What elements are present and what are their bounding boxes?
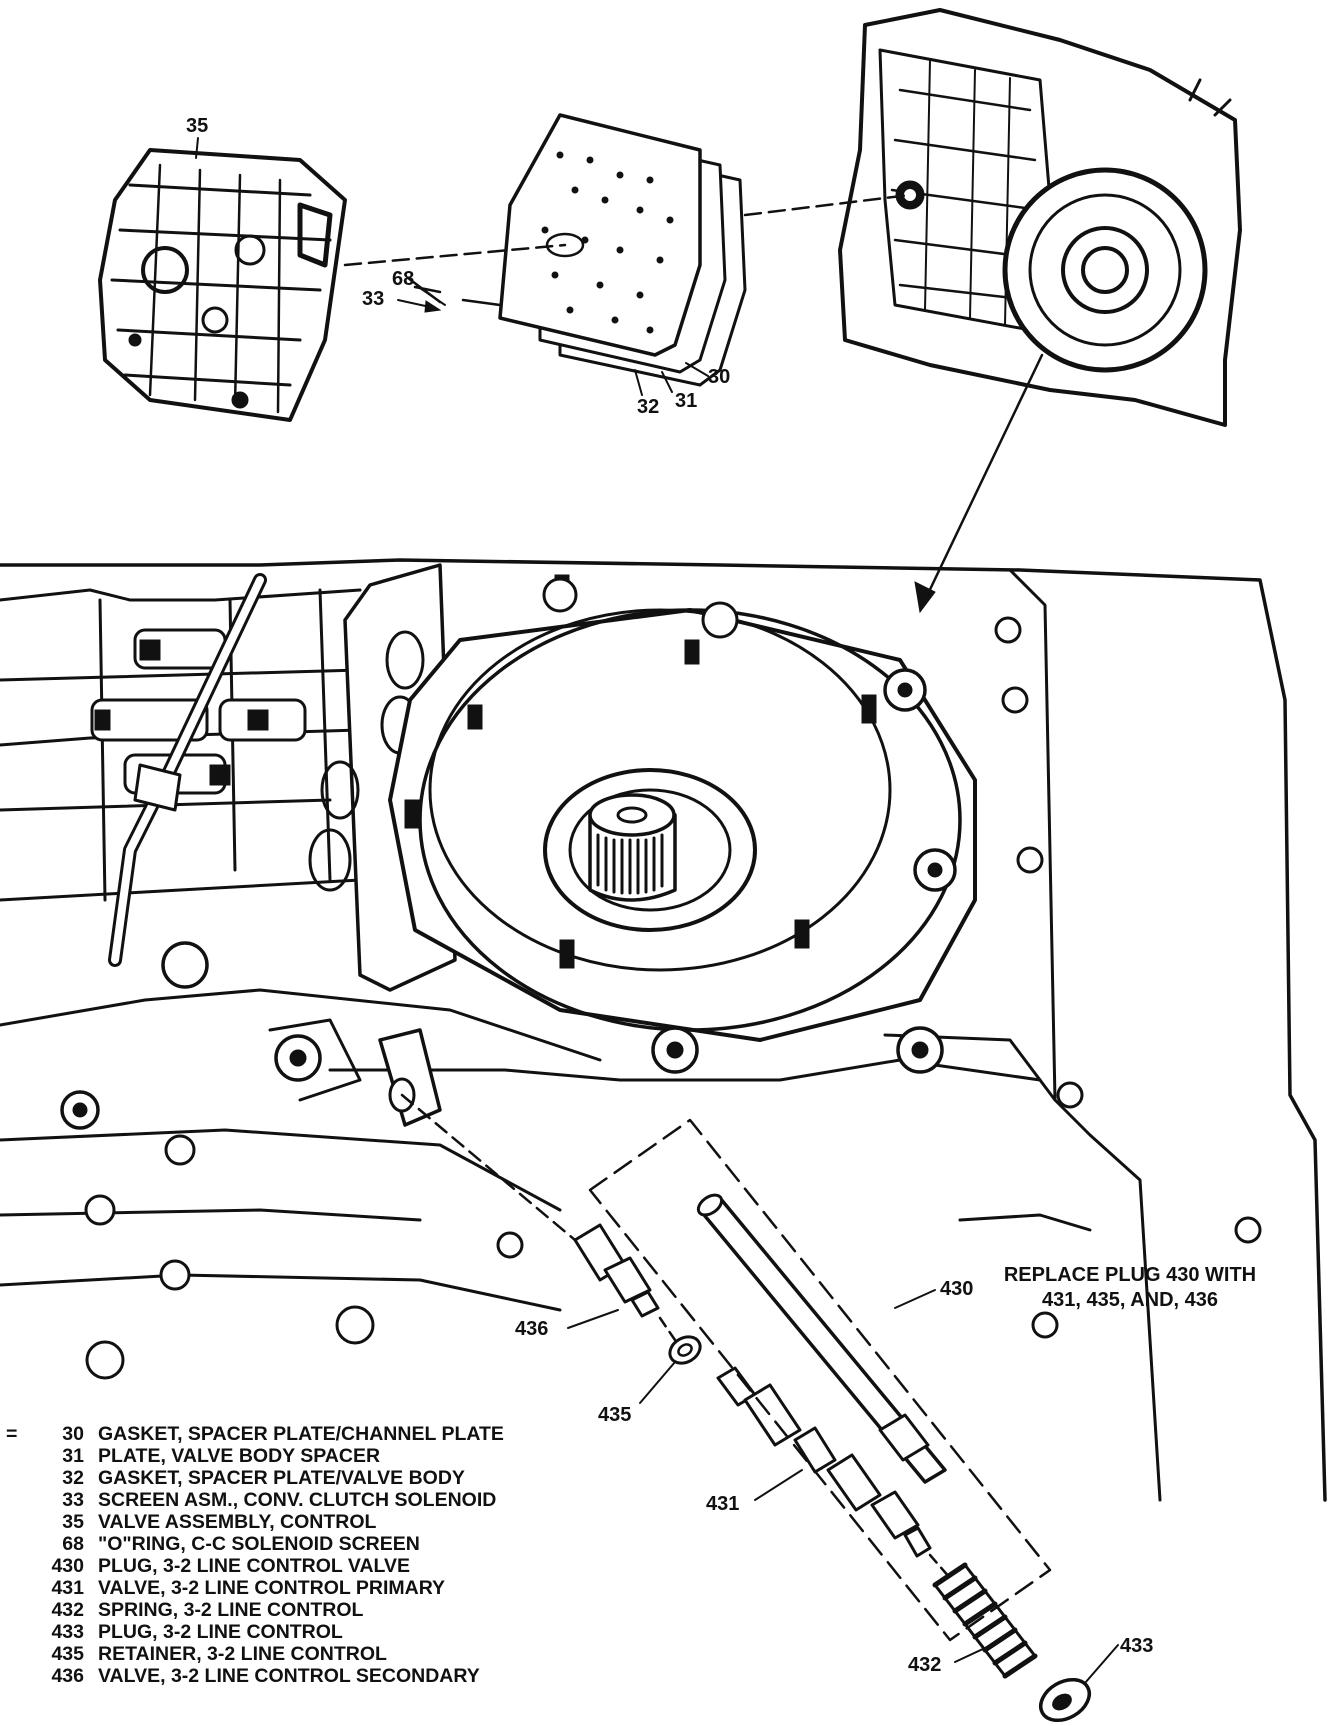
- legend-item: 432 SPRING, 3-2 LINE CONTROL: [51, 1599, 363, 1621]
- assembly-lines: [343, 193, 1044, 614]
- callout-68: 68: [392, 268, 414, 290]
- replacement-note: REPLACE PLUG 430 WITH 431, 435, AND, 436: [1004, 1264, 1256, 1311]
- legend-item: 30 GASKET, SPACER PLATE/CHANNEL PLATE: [62, 1423, 504, 1445]
- callout-433: 433: [1120, 1635, 1153, 1657]
- legend-desc: SPRING, 3-2 LINE CONTROL: [98, 1599, 364, 1621]
- legend-item: 32 GASKET, SPACER PLATE/VALVE BODY: [62, 1467, 465, 1489]
- legend-num: 430: [51, 1555, 84, 1577]
- legend-desc: PLUG, 3-2 LINE CONTROL: [98, 1621, 343, 1643]
- legend-item: 31 PLATE, VALVE BODY SPACER: [62, 1445, 380, 1467]
- note-line-1: REPLACE PLUG 430 WITH: [1004, 1264, 1256, 1286]
- legend-desc: "O"RING, C-C SOLENOID SCREEN: [98, 1533, 420, 1555]
- legend-num: 32: [62, 1467, 84, 1489]
- legend-desc: VALVE ASSEMBLY, CONTROL: [98, 1511, 377, 1533]
- legend-desc: GASKET, SPACER PLATE/VALVE BODY: [98, 1467, 465, 1489]
- legend-item: 435 RETAINER, 3-2 LINE CONTROL: [51, 1643, 387, 1665]
- legend-num: 33: [62, 1489, 84, 1511]
- callout-435: 435: [598, 1404, 631, 1426]
- legend-desc: VALVE, 3-2 LINE CONTROL SECONDARY: [98, 1665, 480, 1687]
- callout-436: 436: [515, 1318, 548, 1340]
- note-line-2: 431, 435, AND, 436: [1042, 1289, 1218, 1311]
- legend-item: 68 "O"RING, C-C SOLENOID SCREEN: [62, 1533, 420, 1555]
- callout-431: 431: [706, 1493, 739, 1515]
- callout-31: 31: [675, 390, 697, 412]
- spring-coils: [932, 1562, 1038, 1679]
- legend-desc: VALVE, 3-2 LINE CONTROL PRIMARY: [98, 1577, 445, 1599]
- callout-430: 430: [940, 1278, 973, 1300]
- spacer-plate-stack: [498, 113, 747, 387]
- legend-item: 35 VALVE ASSEMBLY, CONTROL: [62, 1511, 376, 1533]
- case-bolts: [60, 577, 1262, 1380]
- legend-num: 31: [62, 1445, 84, 1467]
- legend-num: 35: [62, 1511, 84, 1533]
- callout-33: 33: [362, 288, 384, 310]
- legend-marker: =: [6, 1423, 17, 1445]
- callout-432: 432: [908, 1654, 941, 1676]
- legend-desc: PLATE, VALVE BODY SPACER: [98, 1445, 380, 1467]
- transmission-case: [838, 8, 1242, 427]
- legend-num: 30: [62, 1423, 84, 1445]
- legend-num: 431: [51, 1577, 84, 1599]
- legend-desc: RETAINER, 3-2 LINE CONTROL: [98, 1643, 387, 1665]
- line-control-valve-train: [400, 1093, 1091, 1723]
- control-valve-assembly: [98, 148, 347, 422]
- legend-desc: GASKET, SPACER PLATE/CHANNEL PLATE: [98, 1423, 504, 1445]
- legend: = 30 GASKET, SPACER PLATE/CHANNEL PLATE …: [6, 1423, 504, 1687]
- close-up-case-view: [0, 558, 1327, 1502]
- legend-item: 431 VALVE, 3-2 LINE CONTROL PRIMARY: [51, 1577, 445, 1599]
- legend-desc: SCREEN ASM., CONV. CLUTCH SOLENOID: [98, 1489, 496, 1511]
- legend-item: 436 VALVE, 3-2 LINE CONTROL SECONDARY: [51, 1665, 479, 1687]
- legend-num: 436: [51, 1665, 84, 1687]
- legend-item: 433 PLUG, 3-2 LINE CONTROL: [51, 1621, 342, 1643]
- legend-num: 432: [51, 1599, 84, 1621]
- legend-item: 33 SCREEN ASM., CONV. CLUTCH SOLENOID: [62, 1489, 496, 1511]
- legend-desc: PLUG, 3-2 LINE CONTROL VALVE: [98, 1555, 410, 1577]
- callout-30: 30: [708, 366, 730, 388]
- callout-35: 35: [186, 115, 208, 137]
- callout-32: 32: [637, 396, 659, 418]
- legend-item: 430 PLUG, 3-2 LINE CONTROL VALVE: [51, 1555, 410, 1577]
- legend-num: 68: [62, 1533, 84, 1555]
- legend-num: 433: [51, 1621, 84, 1643]
- legend-num: 435: [51, 1643, 84, 1665]
